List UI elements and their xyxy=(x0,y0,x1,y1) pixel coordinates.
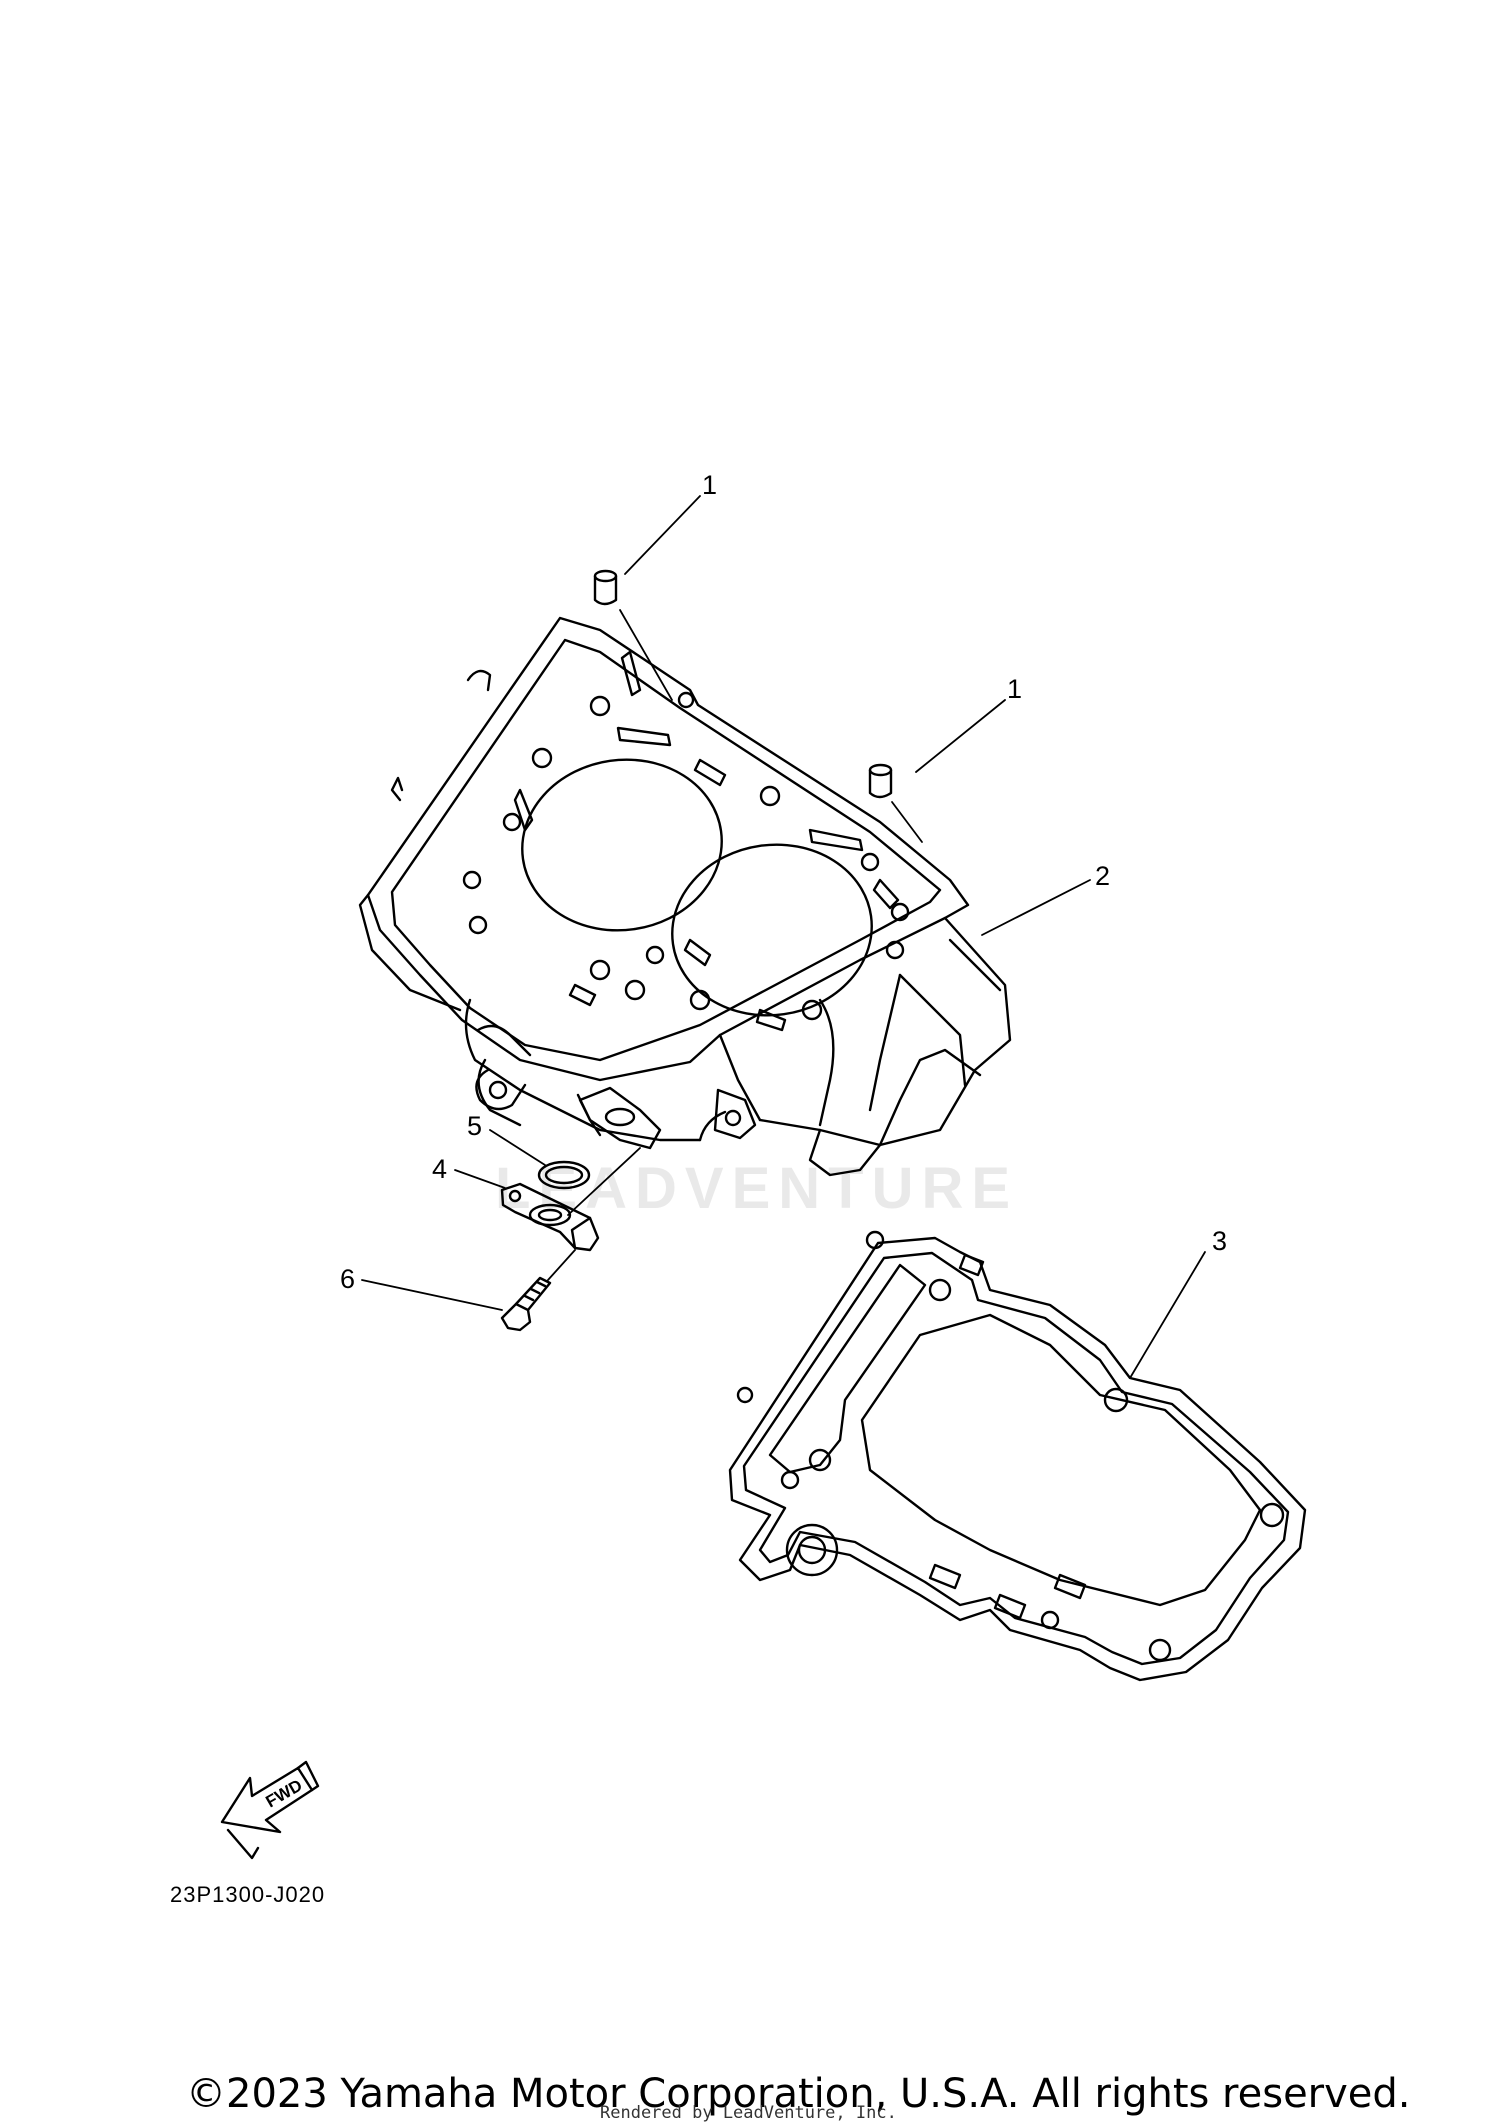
fwd-label: FWD xyxy=(263,1776,306,1812)
callout-4: 4 xyxy=(432,1154,447,1184)
water-joint-guide xyxy=(567,1147,641,1216)
leader-lines xyxy=(361,495,1206,1379)
callout-1-upper: 1 xyxy=(702,470,717,500)
flange-bolt-guide xyxy=(547,1249,576,1281)
callout-3: 3 xyxy=(1212,1226,1227,1256)
watermark-text: LEADVENTURE xyxy=(495,1156,1018,1221)
callout-6: 6 xyxy=(340,1264,355,1294)
flange-bolt xyxy=(500,1276,552,1332)
o-ring xyxy=(537,1160,591,1190)
callout-5: 5 xyxy=(467,1111,482,1141)
rendered-by-credit: Rendered by LeadVenture, Inc. xyxy=(600,2103,897,2123)
base-gasket xyxy=(728,1230,1307,1682)
cylinder-block xyxy=(358,616,1012,1177)
copyright-notice: ©2023 Yamaha Motor Corporation, U.S.A. A… xyxy=(186,2071,1411,2117)
callout-1-right: 1 xyxy=(1007,674,1022,704)
callout-2: 2 xyxy=(1095,861,1110,891)
dowel-pin-upper-guide xyxy=(619,609,673,701)
dowel-pin-right-guide xyxy=(891,801,923,843)
dowel-pin-upper xyxy=(593,569,618,606)
dowel-pin-right xyxy=(868,763,893,799)
water-joint xyxy=(500,1182,600,1252)
diagram-part-code: 23P1300-J020 xyxy=(170,1882,326,1907)
fwd-arrow-icon xyxy=(220,1760,320,1860)
